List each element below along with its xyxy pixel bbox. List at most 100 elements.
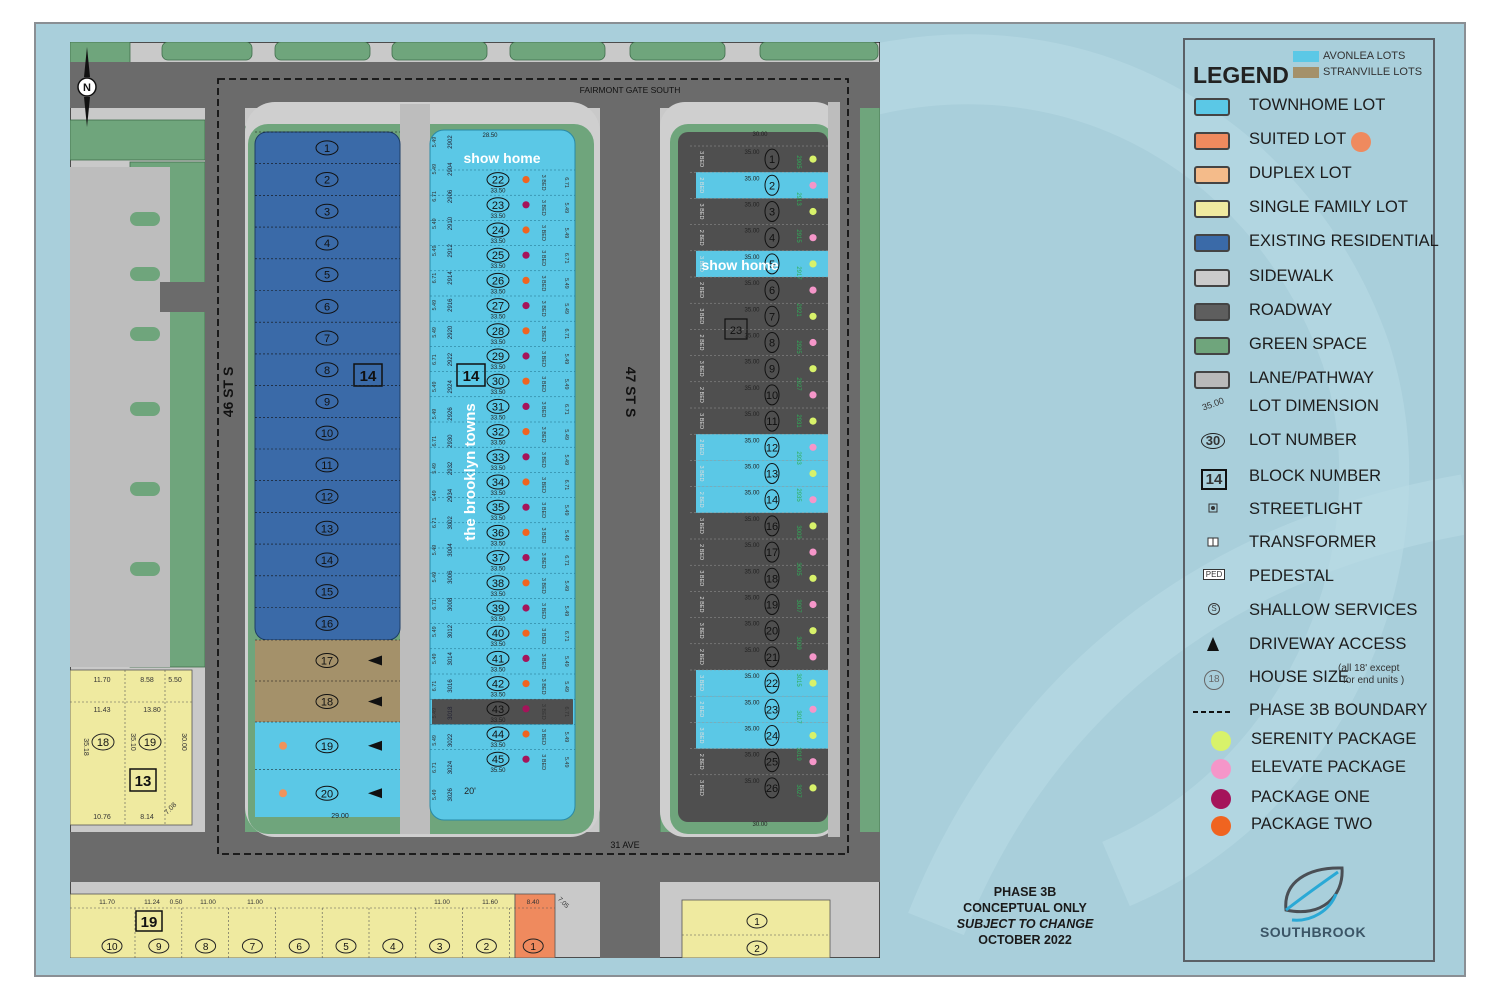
package-dot: [809, 207, 817, 216]
lot-number: 12: [321, 492, 333, 504]
bed-count: 3 BED: [540, 729, 546, 745]
lot-dimension: 33.50: [490, 315, 506, 321]
package-dot: [522, 302, 530, 310]
avonlea-swatch: [1293, 51, 1319, 62]
lot-width: 5.49: [432, 218, 438, 229]
bed-count: 3 BED: [540, 477, 546, 493]
phase-boundary-dash-icon: [1193, 703, 1233, 718]
bed-count: 3 BED: [540, 704, 546, 720]
lot-number: 3: [324, 206, 330, 218]
lot-number-marker: [764, 227, 780, 249]
lot-number-marker: [486, 348, 510, 364]
lot-number: 5: [324, 270, 330, 282]
lot-number-marker: [764, 253, 780, 275]
package-dot: [809, 443, 817, 451]
street-label-fairmont: FAIRMONT GATE SOUTH: [580, 85, 681, 95]
legend-title: LEGEND: [1193, 62, 1289, 88]
bed-count: 3 BED: [540, 502, 546, 518]
bed-count: 3 BED: [540, 679, 546, 695]
package-dot: [809, 731, 817, 740]
avonlea-lot: [696, 250, 828, 277]
package-dot: [522, 176, 530, 184]
legend-swatch: [1194, 303, 1230, 321]
bed-count: 3 BED: [540, 653, 546, 669]
lot-dimension: 11.00: [200, 899, 216, 906]
lot-number: 14: [321, 555, 333, 567]
lot-width: 5.49: [432, 300, 438, 311]
package-dot: [809, 548, 817, 556]
package-dot: [809, 155, 817, 163]
package-dot-icon: [1211, 816, 1231, 836]
lot-number-marker: [764, 594, 780, 615]
legend-package-label: PACKAGE TWO: [1251, 815, 1373, 833]
bed-count: 2 BED: [698, 230, 704, 246]
svg-text:N: N: [83, 82, 91, 94]
lot-dimension: 33.50: [490, 491, 506, 497]
lot-dimension: 35.00: [744, 622, 760, 628]
lot-dimension: 35.00: [744, 229, 760, 235]
phase-title: PHASE 3B: [993, 885, 1057, 899]
lot-number: 8: [324, 365, 330, 377]
legend-item-label: SIDEWALK: [1249, 267, 1334, 285]
package-dot: [522, 201, 530, 209]
package-dot: [809, 181, 817, 189]
bed-count: 3 BED: [698, 675, 704, 691]
package-dot: [809, 234, 817, 242]
lot-width: 5.49: [432, 626, 438, 637]
lot-number: 24: [492, 225, 504, 237]
lot-number: 19: [144, 737, 156, 749]
block-number: 14: [463, 368, 480, 385]
bed-count: 3 BED: [698, 361, 704, 377]
lot-dimension: 33.50: [490, 289, 506, 295]
block-number: 14: [360, 368, 377, 385]
avonlea-lot: [696, 722, 828, 749]
duplex-dark-lot: [432, 699, 573, 725]
lot-number-marker: [764, 698, 780, 720]
legend-item-label: GREEN SPACE: [1249, 335, 1367, 353]
package-dot: [522, 453, 530, 461]
lot-number: 23: [492, 200, 504, 212]
bed-count: 3 BED: [698, 570, 704, 586]
lot-number: 9: [769, 364, 775, 376]
lot-width: 5.49: [563, 303, 569, 314]
bed-count: 2 BED: [698, 439, 704, 455]
legend-symbol-label: STREETLIGHT: [1249, 500, 1363, 518]
address-label: 2906: [448, 189, 454, 203]
package-dot: [522, 604, 530, 612]
lot-dimension: 8.14: [140, 814, 154, 821]
lot-number: 18: [321, 697, 333, 709]
lot-number: 19: [321, 741, 333, 753]
address-label: 2904: [448, 162, 454, 176]
package-dot: [809, 522, 817, 530]
lot-number: 18: [766, 573, 778, 585]
legend-item-label: DUPLEX LOT: [1249, 164, 1352, 182]
lot-number-marker: [486, 373, 510, 389]
lot-width: 5.49: [432, 708, 438, 719]
package-dot-icon: [1211, 759, 1231, 779]
legend-swatch: [1194, 337, 1230, 355]
lot-width: 6.71: [563, 631, 569, 642]
address-label: 3003: [795, 525, 801, 539]
address-label: 3017: [795, 710, 801, 724]
lot-width: 5.49: [432, 137, 438, 148]
lot-number-marker: [475, 938, 497, 954]
bed-count: 3 BED: [540, 527, 546, 543]
lot-number: 1: [769, 154, 775, 166]
pedestal-icon: PED: [1203, 569, 1225, 580]
package-dot: [809, 286, 817, 294]
shallow-services-icon: S: [1208, 603, 1220, 615]
lot-dimension: 33.50: [490, 214, 506, 220]
bed-count: 3 BED: [540, 376, 546, 392]
legend-symbol-label: DRIVEWAY ACCESS: [1249, 635, 1407, 653]
lot-dimension: 33.50: [490, 567, 506, 573]
package-dot: [522, 226, 530, 234]
block-19: [70, 893, 556, 958]
lot-width: 6.71: [432, 436, 438, 447]
lot-number-marker: [764, 646, 780, 668]
address-label: 2916: [448, 298, 454, 312]
lot-number: 43: [492, 704, 504, 716]
lot-number: 5: [769, 259, 775, 271]
address-label: 2927: [795, 377, 801, 391]
